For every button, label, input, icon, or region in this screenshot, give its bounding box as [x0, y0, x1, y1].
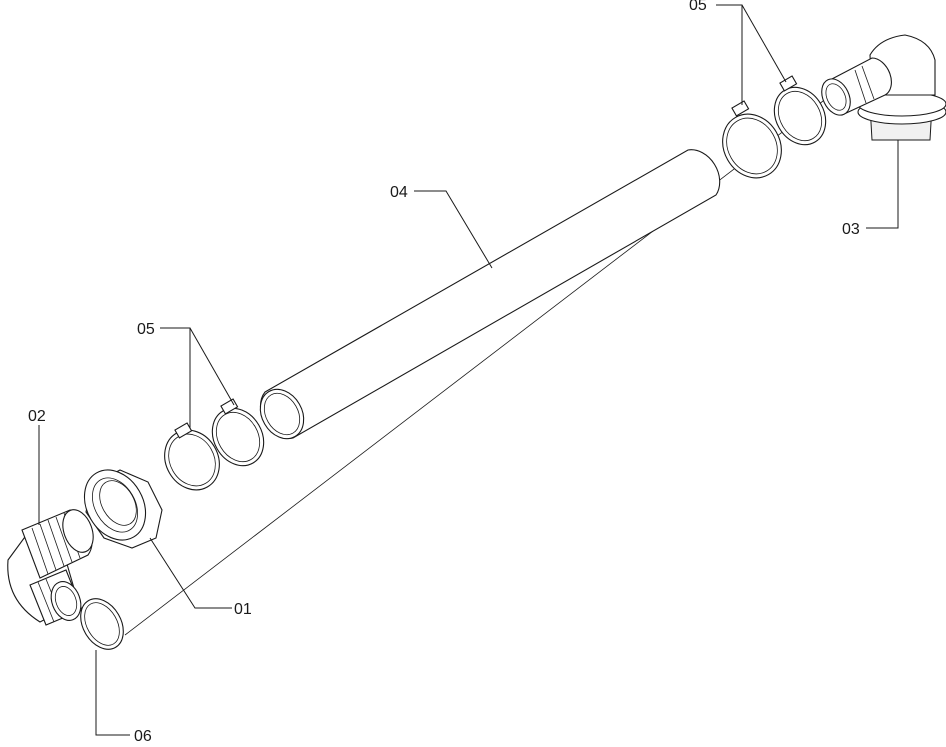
callout-04: 04 [390, 184, 408, 201]
o-ring-part-06 [80, 598, 124, 650]
elbow-fitting-part-03 [821, 34, 946, 141]
callout-02: 02 [28, 408, 46, 425]
hose-clamp-upper-2 [773, 75, 827, 146]
hose-clamp-upper-1 [722, 100, 782, 179]
hose-clamp-lower-2 [211, 398, 265, 467]
callout-05-left: 05 [137, 321, 155, 338]
callout-05-top: 05 [689, 0, 707, 14]
callout-03: 03 [842, 221, 860, 238]
elbow-hose-part-02 [7, 509, 94, 626]
tube-part-04 [259, 149, 721, 440]
leader-lines [38, 4, 899, 736]
threaded-nut-part-01 [83, 469, 163, 549]
hose-clamp-lower-1 [164, 422, 220, 491]
callout-01: 01 [234, 601, 252, 618]
callout-06: 06 [134, 728, 152, 745]
assembly-axis-line [124, 87, 841, 636]
